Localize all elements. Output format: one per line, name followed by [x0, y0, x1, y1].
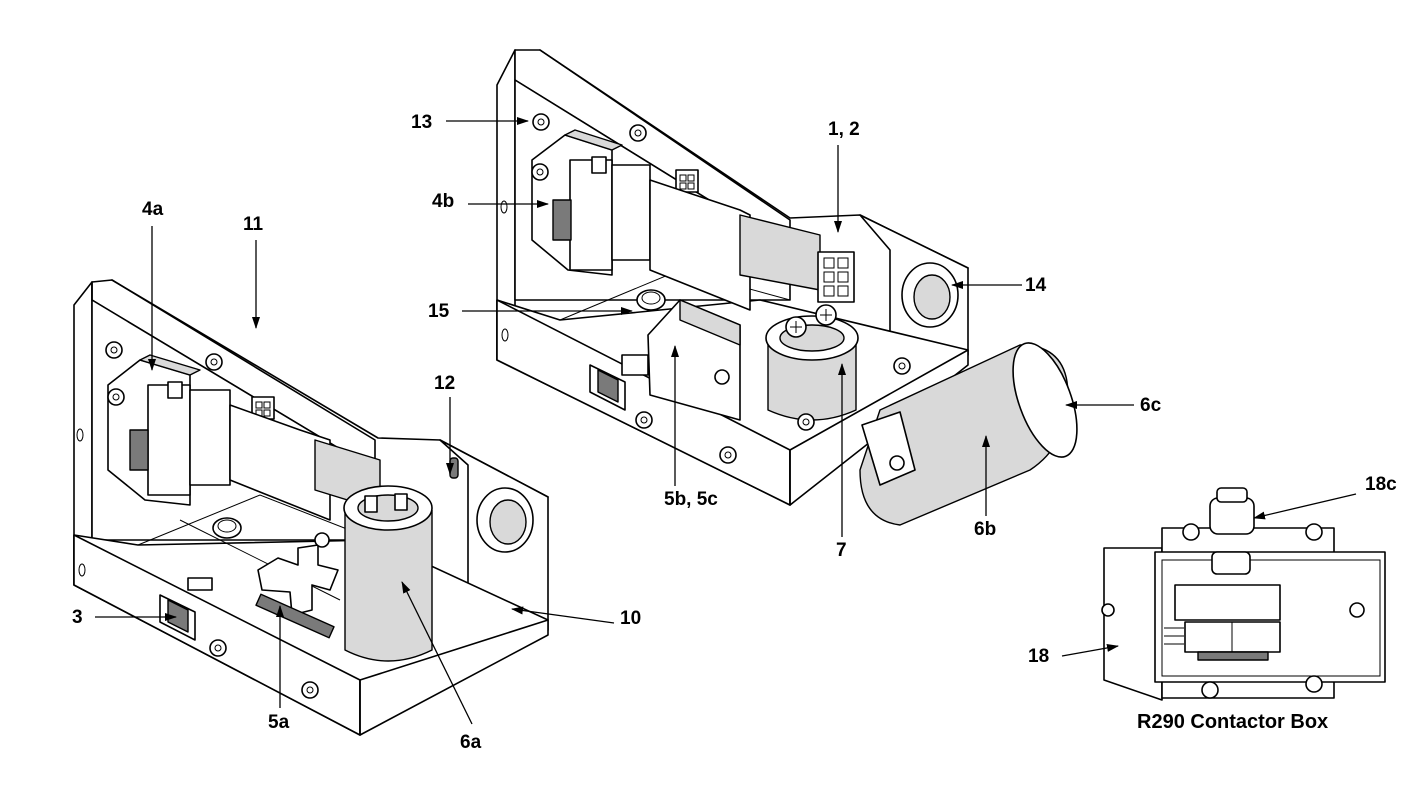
contactor-box-caption: R290 Contactor Box	[1137, 711, 1328, 733]
contactor-box-fasteners	[1101, 523, 1365, 699]
callout-6b: 6b	[974, 519, 996, 540]
callout-3: 3	[72, 607, 83, 628]
leader-lines	[95, 117, 1357, 725]
detached-start-capacitor	[859, 342, 1078, 526]
callout-6c: 6c	[1140, 395, 1162, 416]
callout-18c: 18c	[1365, 474, 1397, 495]
callout-5b-5c: 5b, 5c	[664, 489, 718, 510]
callout-15: 15	[428, 301, 450, 322]
callout-11: 11	[243, 214, 264, 235]
callout-4b: 4b	[432, 191, 454, 212]
r290-contactor-box	[1101, 487, 1386, 701]
left-control-box	[73, 279, 549, 736]
callout-labels: 13 1, 2 4b 4a 11 14 15 12 6c 5b, 5c 7 6b…	[72, 112, 1397, 753]
right-control-box	[496, 49, 969, 506]
callout-14: 14	[1025, 275, 1047, 296]
callout-7: 7	[836, 540, 847, 561]
callout-6a: 6a	[460, 732, 482, 753]
left-box-fasteners	[105, 341, 330, 699]
callout-10: 10	[620, 608, 641, 629]
callout-4a: 4a	[142, 199, 164, 220]
callout-1-2: 1, 2	[828, 119, 860, 140]
right-box-fasteners	[531, 113, 911, 464]
callout-13: 13	[411, 112, 432, 133]
callout-12: 12	[434, 373, 455, 394]
callout-5a: 5a	[268, 712, 290, 733]
callout-18: 18	[1028, 646, 1049, 667]
